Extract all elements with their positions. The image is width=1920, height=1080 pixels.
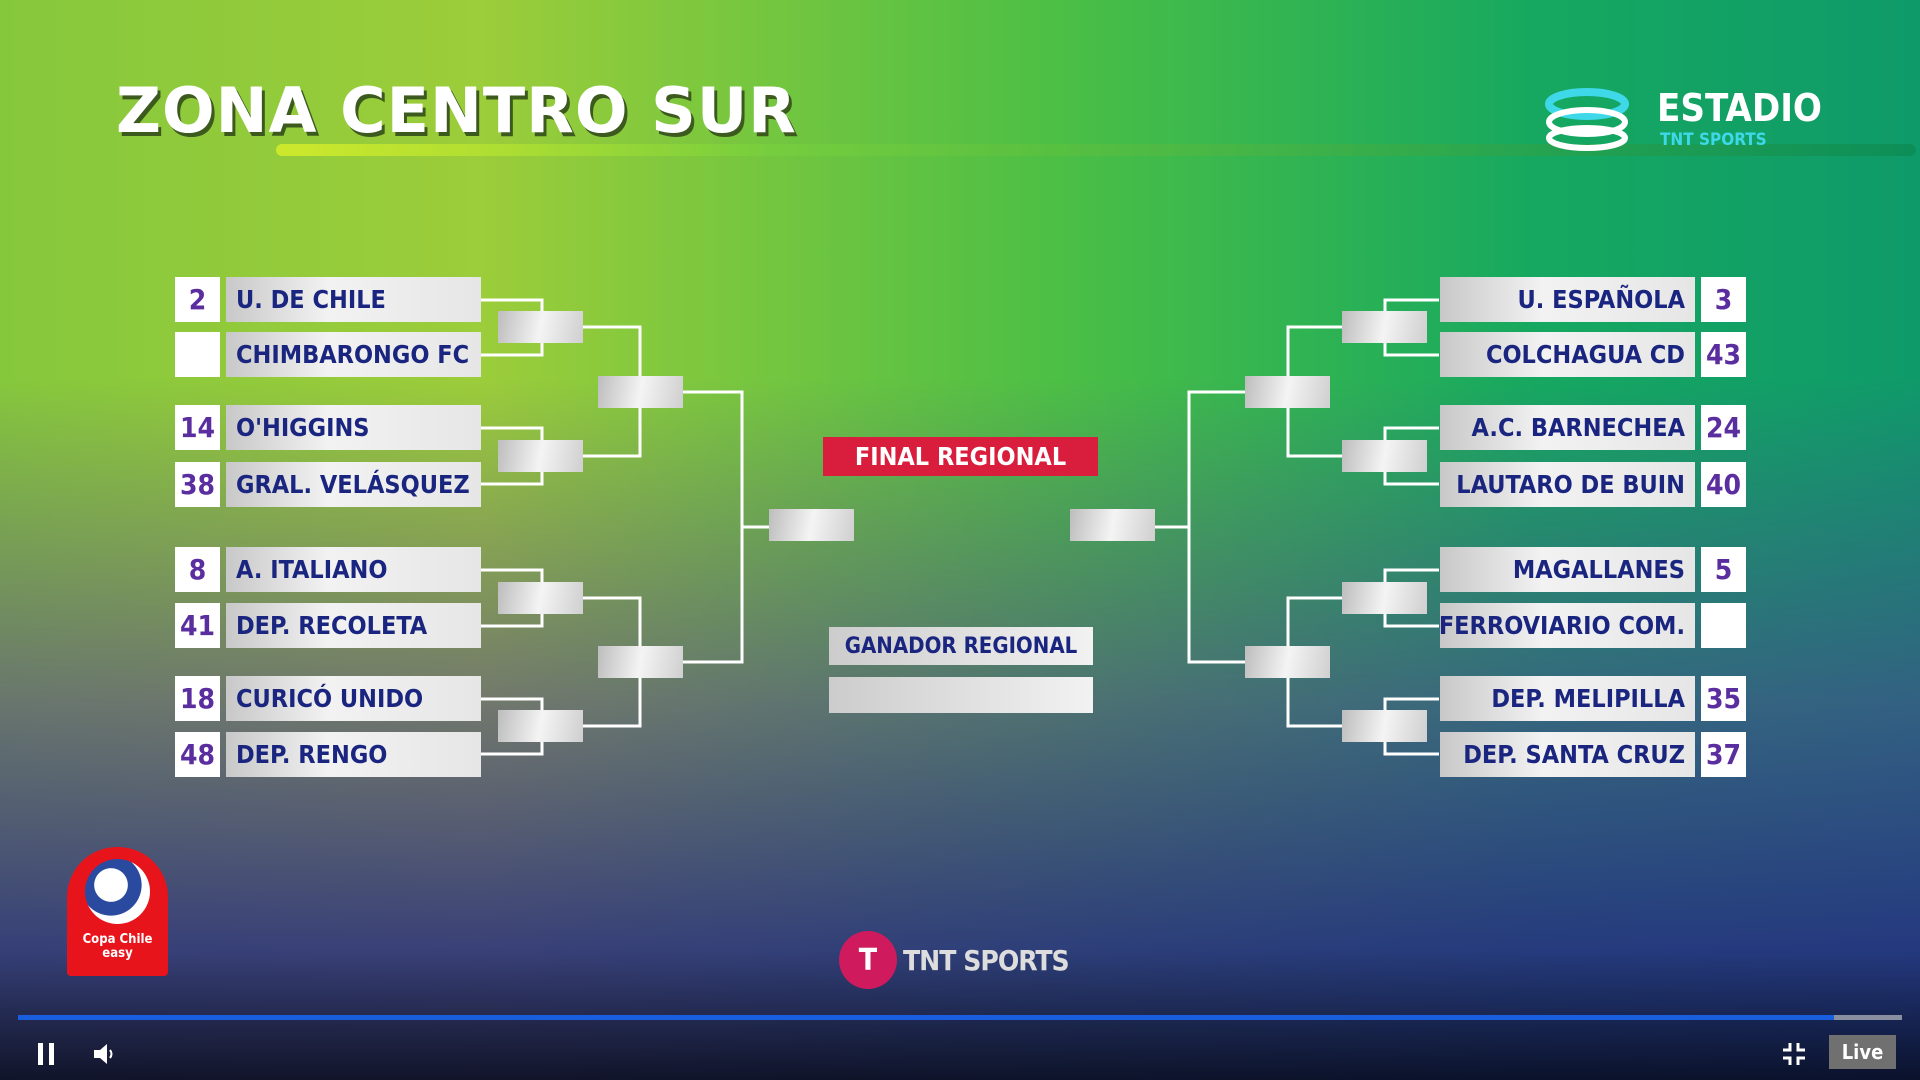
semifinal-slot-left bbox=[769, 509, 854, 541]
team-seed: 38 bbox=[175, 462, 220, 507]
tnt-logo-text: TNT SPORTS bbox=[903, 943, 1070, 977]
team-name: DEP. RECOLETA bbox=[226, 603, 481, 648]
tnt-logo-icon: T bbox=[839, 931, 897, 989]
copa-ball-icon bbox=[85, 859, 150, 924]
team-seed: 24 bbox=[1701, 405, 1746, 450]
team-seed: 14 bbox=[175, 405, 220, 450]
progress-fill bbox=[18, 1015, 1835, 1020]
team-name: A.C. BARNECHEA bbox=[1440, 405, 1695, 450]
team-name: COLCHAGUA CD bbox=[1440, 332, 1695, 377]
winner-label: GANADOR REGIONAL bbox=[829, 627, 1093, 665]
round3-slot bbox=[1245, 646, 1330, 678]
team-seed: 48 bbox=[175, 732, 220, 777]
team-seed: 35 bbox=[1701, 676, 1746, 721]
team-name: CHIMBARONGO FC bbox=[226, 332, 481, 377]
winner-slot bbox=[829, 677, 1093, 713]
copa-logo-sponsor: easy bbox=[102, 946, 133, 961]
pause-button[interactable] bbox=[30, 1038, 62, 1070]
round3-slot bbox=[598, 376, 683, 408]
live-button[interactable]: Live bbox=[1829, 1035, 1896, 1069]
round3-slot bbox=[598, 646, 683, 678]
team-name: DEP. MELIPILLA bbox=[1440, 676, 1695, 721]
team-seed: 37 bbox=[1701, 732, 1746, 777]
team-name: O'HIGGINS bbox=[226, 405, 481, 450]
team-name: FERROVIARIO COM. bbox=[1439, 603, 1695, 648]
estadio-text: ESTADIO bbox=[1657, 86, 1822, 130]
estadio-tnt-logo: ESTADIO TNT SPORTS bbox=[1545, 86, 1825, 152]
team-seed: 18 bbox=[175, 676, 220, 721]
team-name: DEP. SANTA CRUZ bbox=[1440, 732, 1695, 777]
volume-button[interactable] bbox=[88, 1038, 120, 1070]
team-name: MAGALLANES bbox=[1440, 547, 1695, 592]
tnt-sports-logo: T TNT SPORTS bbox=[839, 930, 1070, 990]
pause-icon bbox=[38, 1043, 54, 1065]
round2-slot bbox=[498, 582, 583, 614]
team-name: DEP. RENGO bbox=[226, 732, 481, 777]
team-seed: 2 bbox=[175, 277, 220, 322]
team-seed: 3 bbox=[1701, 277, 1746, 322]
title-underline bbox=[276, 144, 1916, 156]
round2-slot bbox=[1342, 440, 1427, 472]
team-seed: 5 bbox=[1701, 547, 1746, 592]
team-name: GRAL. VELÁSQUEZ bbox=[226, 462, 481, 507]
team-seed: 40 bbox=[1701, 462, 1746, 507]
team-name: U. ESPAÑOLA bbox=[1440, 277, 1695, 322]
exit-fullscreen-button[interactable] bbox=[1778, 1038, 1810, 1070]
final-regional-label: FINAL REGIONAL bbox=[823, 437, 1098, 476]
estadio-logo-icon bbox=[1545, 88, 1629, 151]
team-seed bbox=[1701, 603, 1746, 648]
team-name: CURICÓ UNIDO bbox=[226, 676, 481, 721]
round2-slot bbox=[498, 710, 583, 742]
page-title: ZONA CENTRO SUR bbox=[116, 74, 797, 147]
team-seed bbox=[175, 332, 220, 377]
round3-slot bbox=[1245, 376, 1330, 408]
volume-icon bbox=[94, 1044, 113, 1064]
exit-fullscreen-icon bbox=[1783, 1043, 1805, 1065]
team-name: U. DE CHILE bbox=[226, 277, 481, 322]
round2-slot bbox=[1342, 710, 1427, 742]
team-seed: 41 bbox=[175, 603, 220, 648]
round2-slot bbox=[498, 311, 583, 343]
team-name: A. ITALIANO bbox=[226, 547, 481, 592]
team-seed: 43 bbox=[1701, 332, 1746, 377]
copa-chile-logo: Copa Chile easy bbox=[67, 847, 168, 976]
round2-slot bbox=[1342, 311, 1427, 343]
video-progress-bar[interactable] bbox=[18, 1015, 1902, 1020]
estadio-sub-text: TNT SPORTS bbox=[1660, 130, 1767, 150]
round2-slot bbox=[498, 440, 583, 472]
round2-slot bbox=[1342, 582, 1427, 614]
team-seed: 8 bbox=[175, 547, 220, 592]
semifinal-slot-right bbox=[1070, 509, 1155, 541]
team-name: LAUTARO DE BUIN bbox=[1440, 462, 1695, 507]
copa-logo-text: Copa Chile bbox=[82, 932, 153, 947]
